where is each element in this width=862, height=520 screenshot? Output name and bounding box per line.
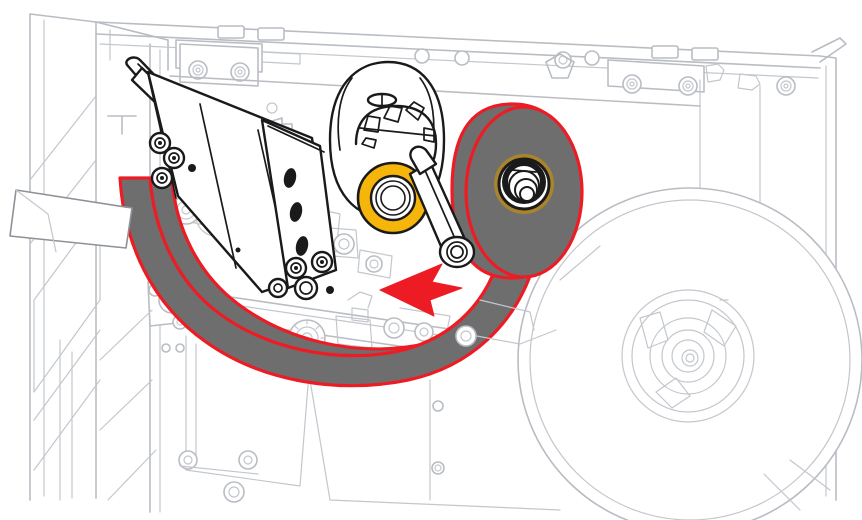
guide-roller: [408, 145, 476, 269]
top-cover-hinge: [175, 39, 301, 87]
feed-direction-arrow: [379, 263, 463, 317]
lower-arm-foreground: [455, 299, 557, 347]
printhead-assembly: [125, 56, 338, 301]
wall-markings: [107, 48, 600, 141]
ribbon-takeup-spindle: [494, 154, 554, 214]
media-roll: [517, 187, 862, 520]
media-strip: [9, 189, 133, 253]
top-cover-hinge-right: [607, 59, 796, 96]
